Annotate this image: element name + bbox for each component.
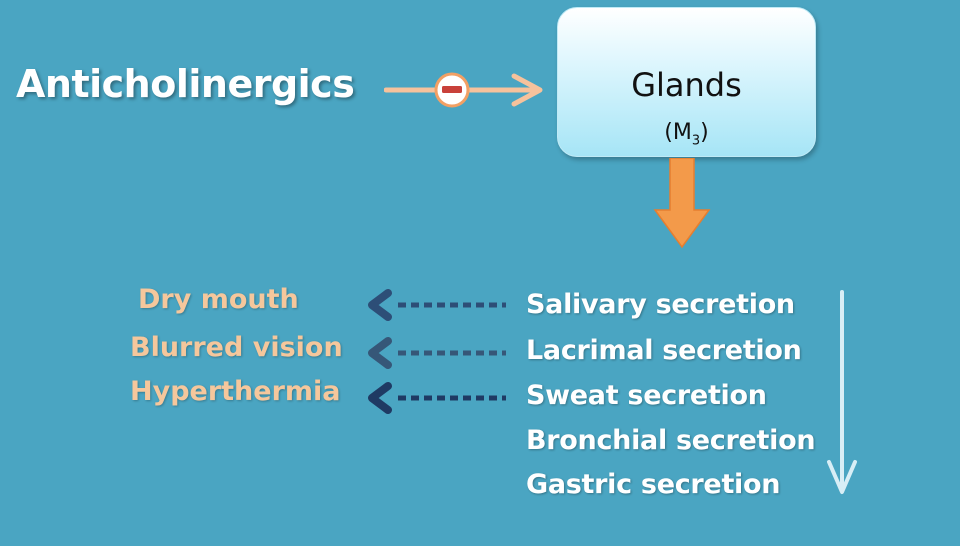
dotted-arrow-blurred-vision [368,337,506,369]
secretion-lacrimal: Lacrimal secretion [526,335,802,366]
secretion-gastric: Gastric secretion [526,469,781,500]
secretion-decrease-arrow [827,290,857,494]
effect-hyperthermia: Hyperthermia [130,376,341,407]
effect-blurred-vision: Blurred vision [130,332,343,363]
secretion-sweat: Sweat secretion [526,380,767,411]
inhibit-symbol-icon [434,72,470,108]
glands-box: Glands (M3) [557,7,816,157]
dotted-arrow-hyperthermia [368,382,506,414]
orange-down-arrow [653,158,711,249]
glands-title: Glands [631,66,742,104]
receptor-label: (M3) [664,120,709,149]
dotted-arrow-dry-mouth [368,289,506,321]
effect-dry-mouth: Dry mouth [138,284,299,315]
secretion-bronchial: Bronchial secretion [526,425,816,456]
drug-label: Anticholinergics [16,62,355,106]
inhibition-arrow [384,72,543,108]
secretion-salivary: Salivary secretion [526,289,795,320]
